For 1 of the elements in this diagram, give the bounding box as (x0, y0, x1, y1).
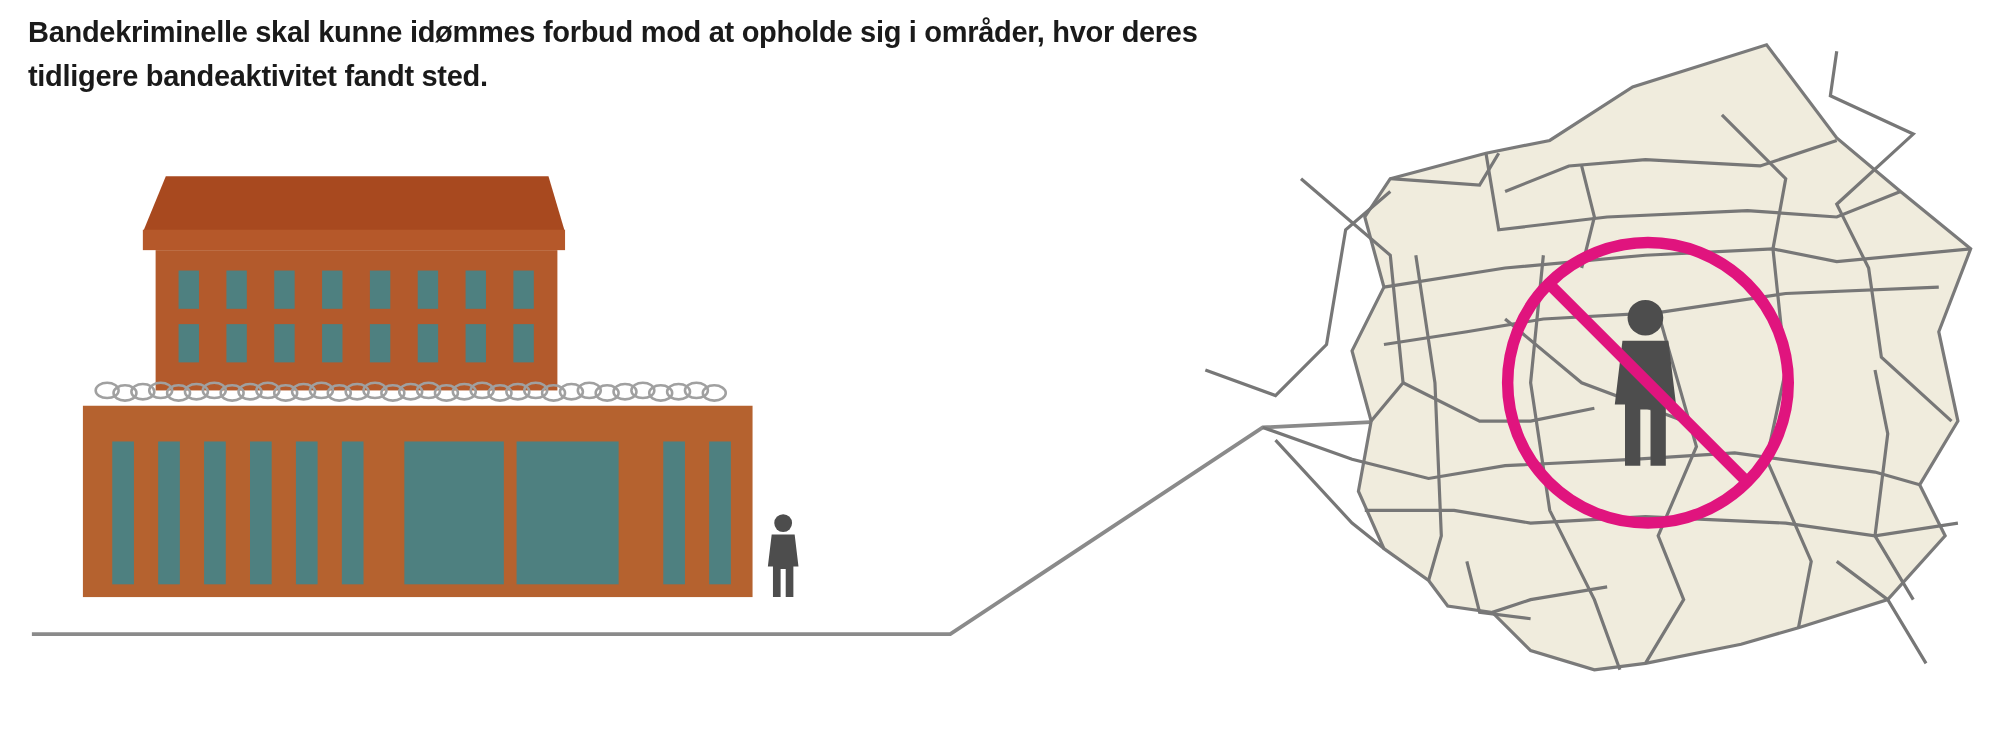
title: Bandekriminelle skal kunne idømmes forbud mod at opholde sig i områder, hvor deres tidligere bandeaktivitet fandt sted. (28, 15, 1199, 94)
